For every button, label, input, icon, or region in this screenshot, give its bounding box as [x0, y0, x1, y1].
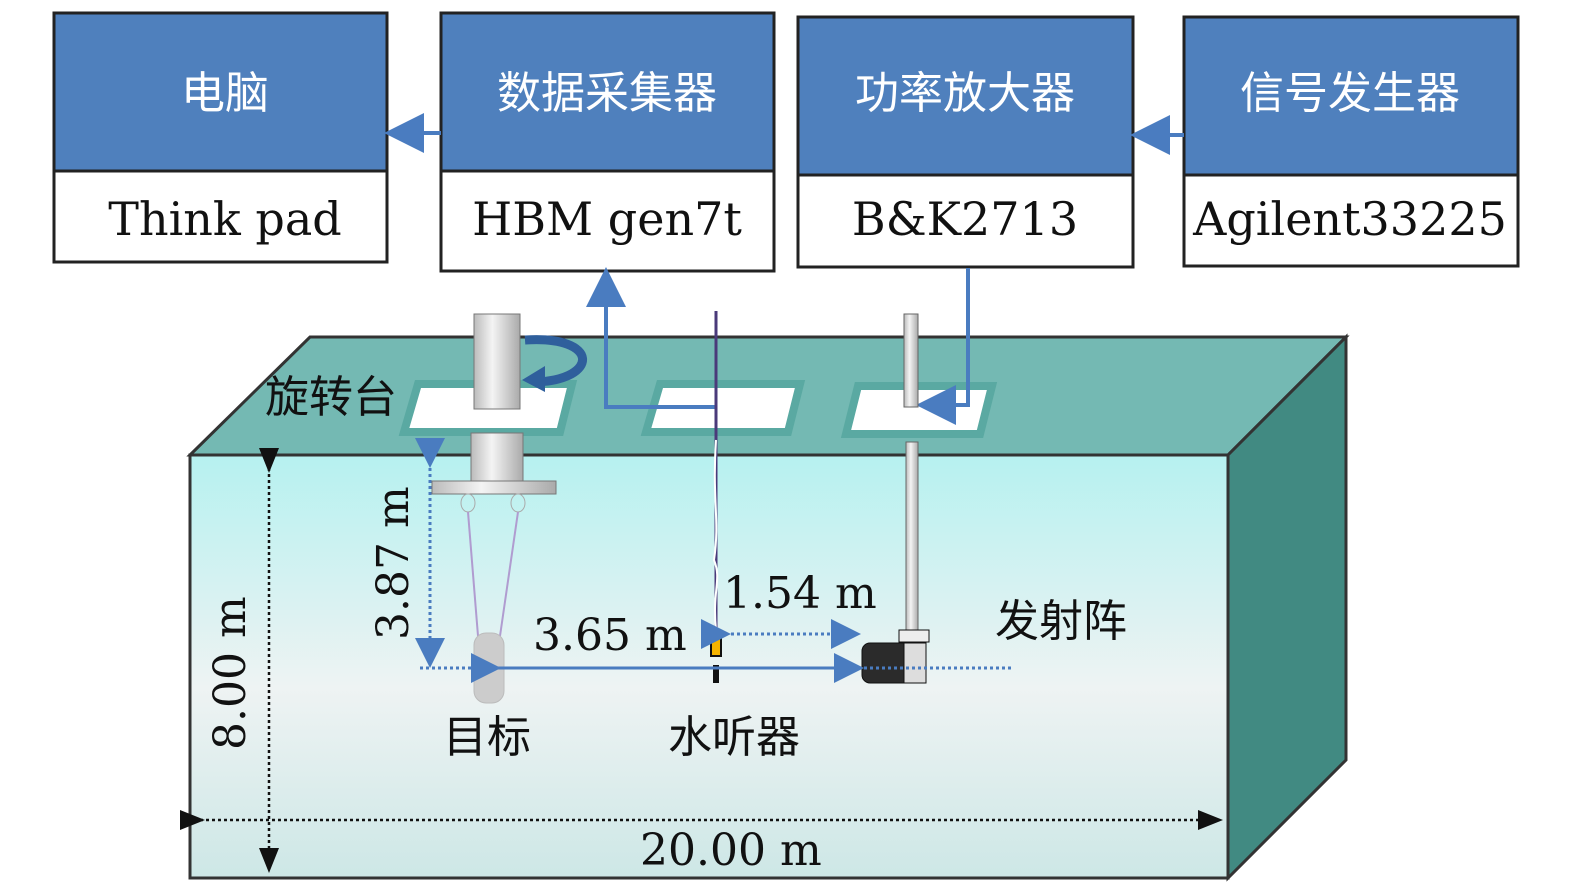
target-depth-label: 3.87 m — [368, 486, 419, 640]
device-name: 功率放大器 — [855, 68, 1075, 119]
transmitter-array — [861, 313, 930, 684]
hydrophone-label: 水听器 — [668, 712, 800, 763]
device-model: B&K2713 — [852, 192, 1078, 246]
device-model: Agilent33225 — [1192, 192, 1507, 246]
device-data-acquisition: 数据采集器 HBM gen7t — [439, 11, 776, 273]
device-name: 信号发生器 — [1240, 68, 1460, 119]
device-name: 电脑 — [181, 68, 269, 119]
rotate-arrow-icon — [524, 335, 587, 387]
hydro-distance-label: 1.54 m — [723, 568, 877, 619]
depth-label: 8.00 m — [205, 596, 256, 750]
length-label: 20.00 m — [640, 825, 822, 876]
turntable-label: 旋转台 — [265, 372, 397, 423]
transmitter-label: 发射阵 — [995, 596, 1127, 647]
turntable — [431, 313, 587, 704]
hydrophone-cable — [586, 267, 716, 409]
target-distance-label: 3.65 m — [533, 610, 687, 661]
device-name: 数据采集器 — [497, 68, 717, 119]
device-power-amplifier: 功率放大器 B&K2713 — [796, 15, 1135, 269]
device-computer: 电脑 Think pad — [52, 11, 389, 264]
device-model: Think pad — [108, 192, 341, 246]
device-model: HBM gen7t — [472, 192, 742, 246]
target-label: 目标 — [443, 712, 531, 763]
transmitter-cable — [916, 268, 970, 425]
device-signal-generator: 信号发生器 Agilent33225 — [1182, 15, 1520, 268]
